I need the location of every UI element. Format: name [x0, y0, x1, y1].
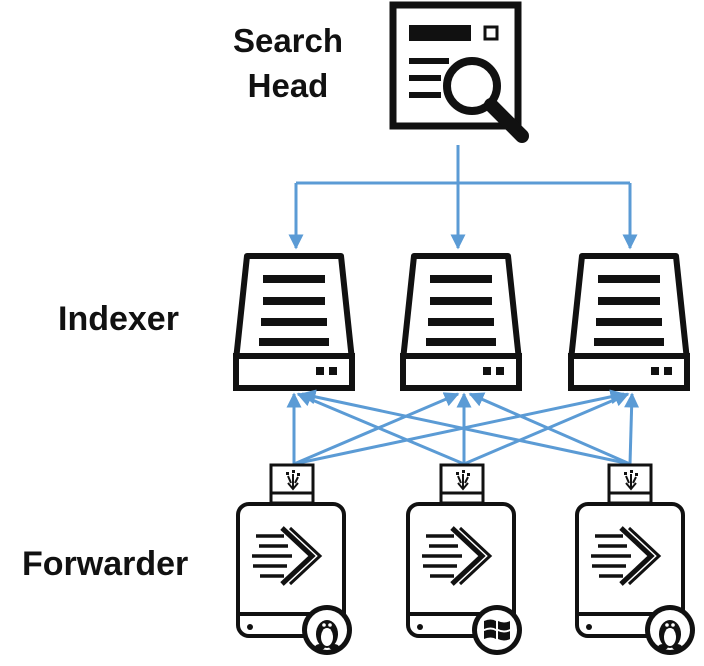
forwarder-node [408, 463, 522, 655]
windows-logo-icon [472, 605, 522, 655]
linux-penguin-icon [302, 605, 352, 655]
search-to-indexer-arrows [288, 145, 638, 250]
linux-penguin-icon [645, 605, 695, 655]
search-head-label: Search Head [232, 18, 344, 108]
indexer-server-icon [403, 256, 519, 388]
indexer-server-icon [571, 256, 687, 388]
search-head-label-line2: Head [247, 67, 329, 104]
forwarder-label: Forwarder [22, 545, 189, 583]
forwarder-node [577, 463, 695, 655]
indexer-server-icon [236, 256, 352, 388]
usb-connector-icon [269, 463, 315, 505]
indexer-label: Indexer [58, 300, 179, 338]
usb-connector-icon [439, 463, 485, 505]
usb-connector-icon [607, 463, 653, 505]
search-head-icon [389, 1, 529, 143]
forwarder-node [238, 463, 352, 655]
forwarder-to-indexer-arrows [286, 389, 640, 466]
search-head-label-line1: Search [232, 22, 344, 59]
